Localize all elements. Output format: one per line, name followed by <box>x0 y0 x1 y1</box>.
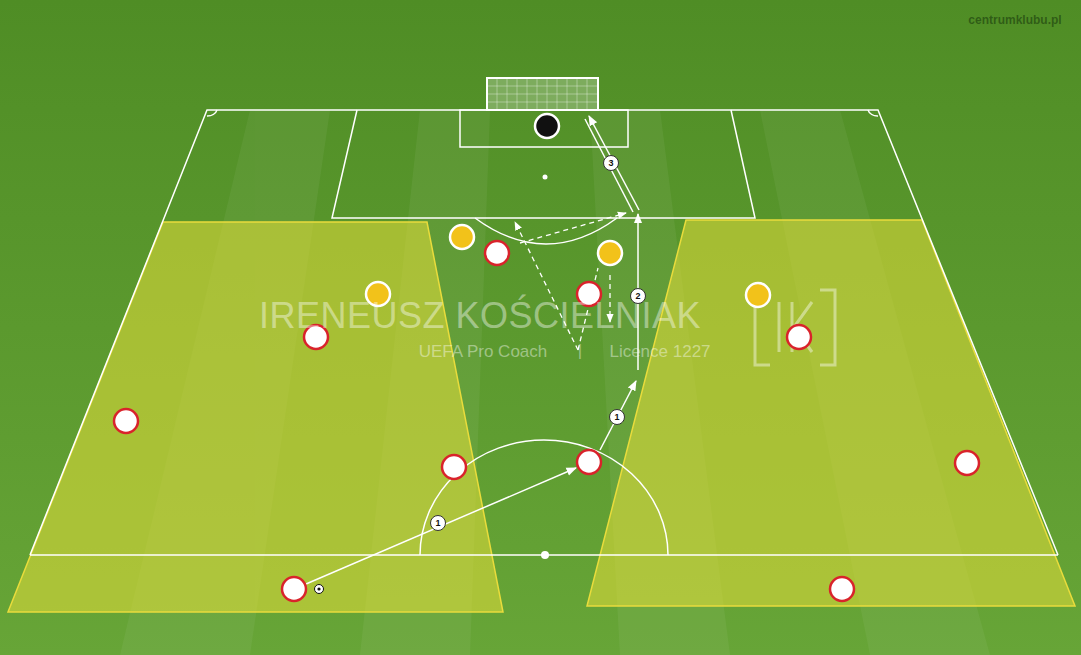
callout-number: 1 <box>609 409 625 425</box>
licence-text: Licence 1227 <box>609 342 710 362</box>
left-zone <box>8 222 503 612</box>
separator: | <box>578 341 582 361</box>
centre-spot <box>541 551 549 559</box>
right-zone <box>587 220 1075 606</box>
ball <box>315 585 324 594</box>
callout-number: 3 <box>603 155 619 171</box>
site-watermark: centrumklubu.pl <box>968 13 1061 27</box>
yellow-players <box>366 225 770 307</box>
pass-arrows <box>306 116 639 584</box>
callout-number: 2 <box>630 288 646 304</box>
penalty-spot <box>543 175 548 180</box>
goal <box>487 78 598 110</box>
pitch-lines <box>30 110 1058 555</box>
goalkeeper <box>535 114 559 138</box>
white-players <box>114 241 979 601</box>
callout-number: 1 <box>430 515 446 531</box>
coach-title: UEFA Pro Coach <box>419 342 548 362</box>
